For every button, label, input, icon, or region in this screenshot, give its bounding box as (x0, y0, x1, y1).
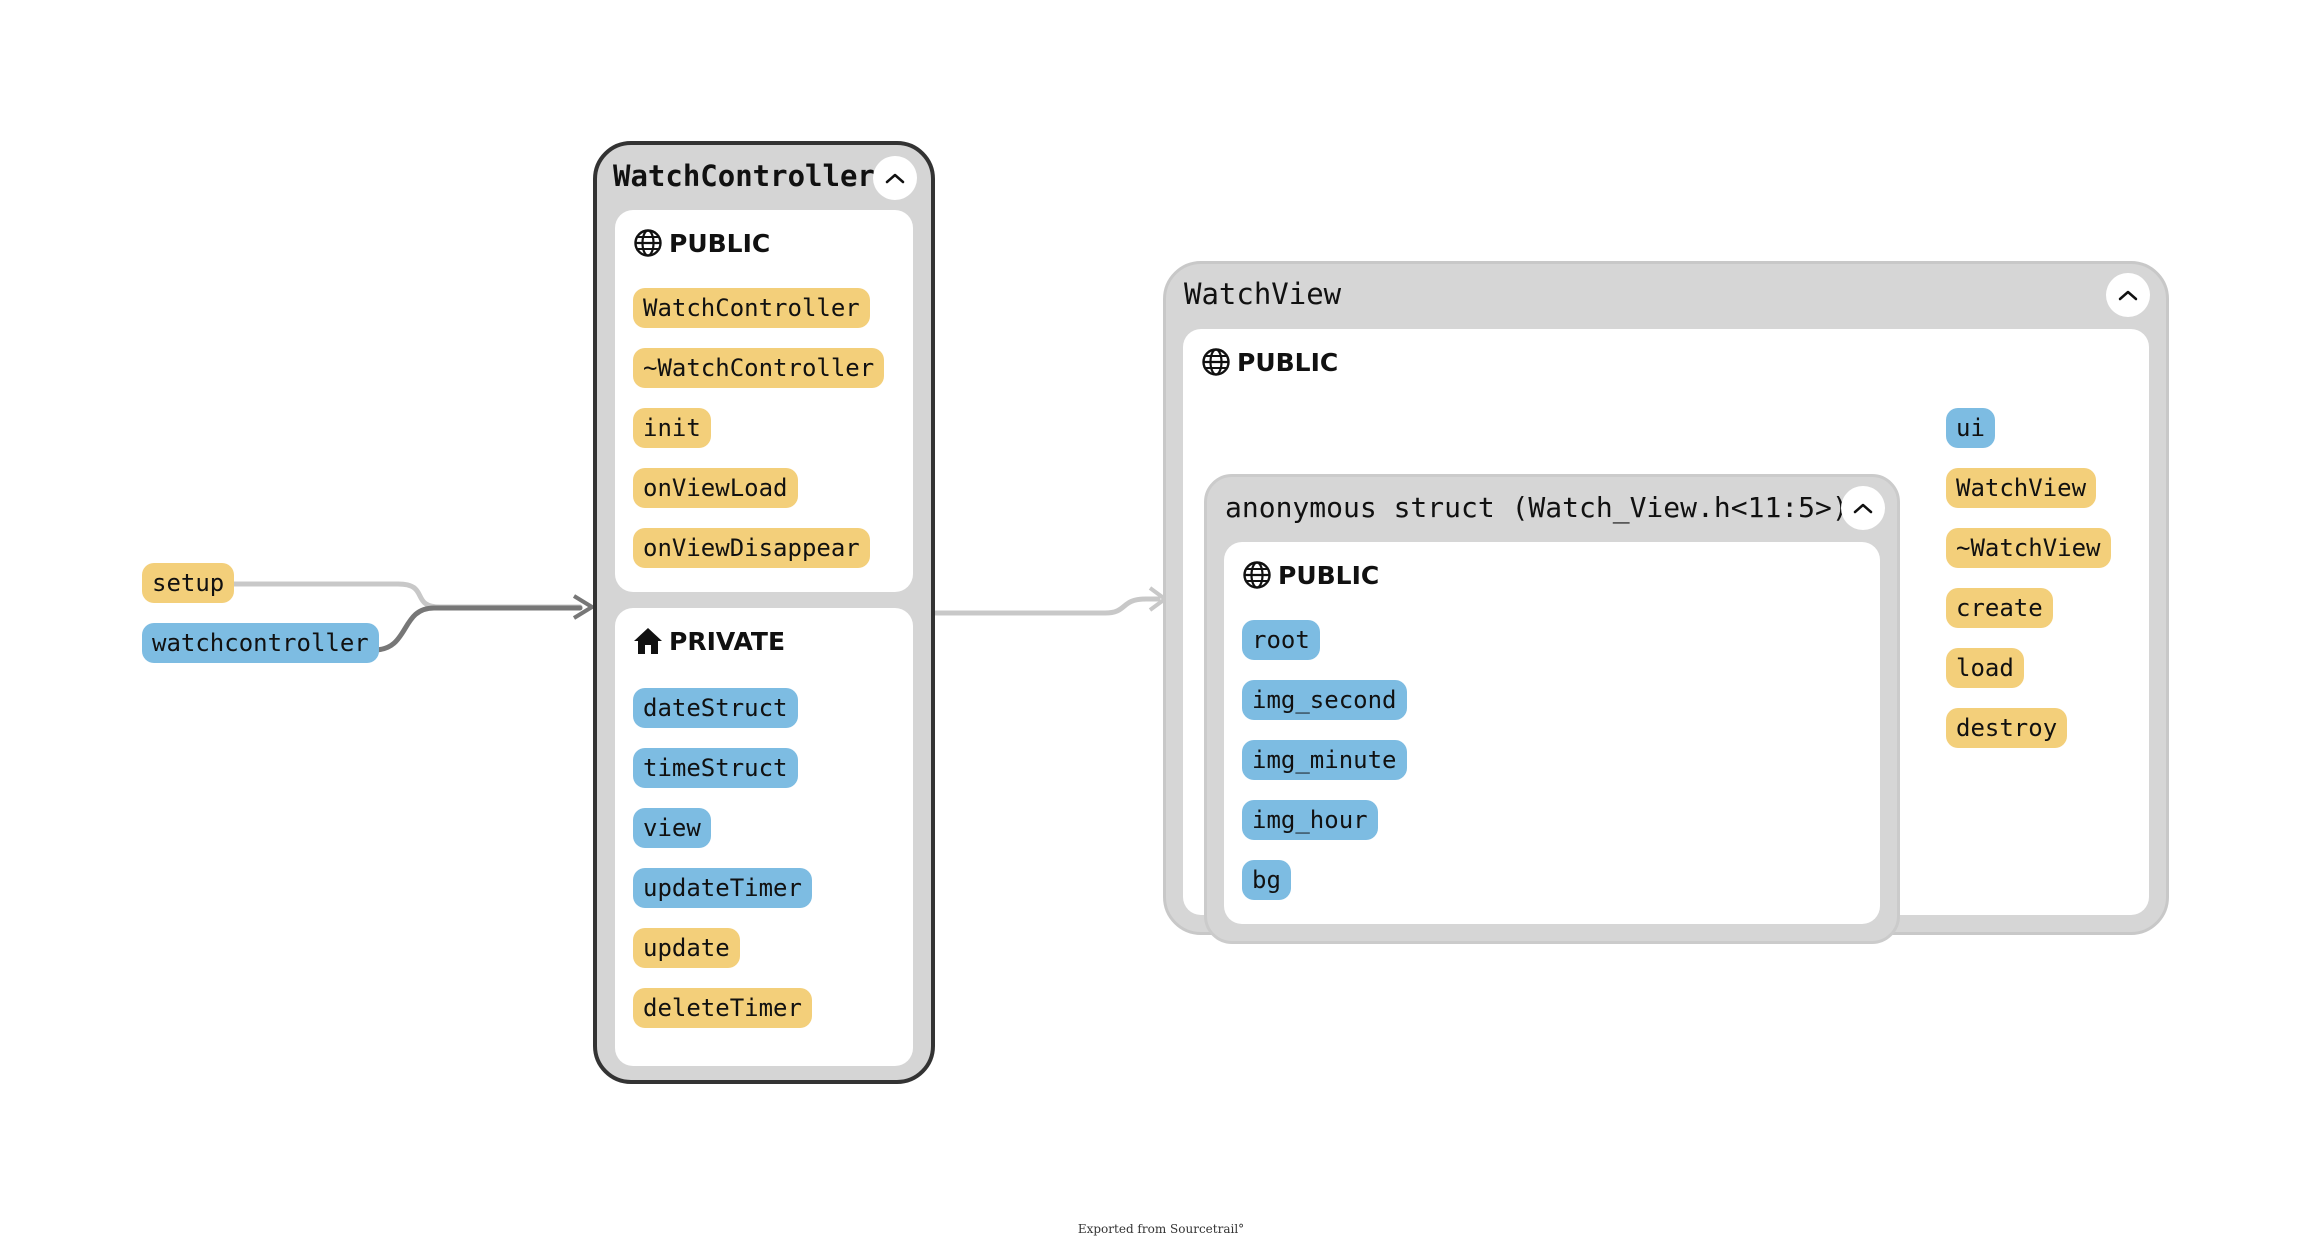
member-watchcontroller-dtor[interactable]: ~WatchController (633, 348, 885, 388)
member-root[interactable]: root (1242, 620, 1320, 660)
collapse-button[interactable] (2106, 273, 2150, 317)
edge-watchcontroller-to-watchview[interactable] (932, 596, 1161, 616)
watchview-title: WatchView (1184, 277, 1342, 311)
member-load[interactable]: load (1946, 648, 2024, 688)
anonymous-struct-title: anonymous struct (Watch_View.h<11:5>) (1225, 491, 1849, 524)
member-destroy[interactable]: destroy (1946, 708, 2068, 748)
arrowhead-watchcontroller (572, 594, 594, 620)
globe-icon (1202, 348, 1230, 376)
member-img-second[interactable]: img_second (1242, 680, 1407, 720)
member-img-hour[interactable]: img_hour (1242, 800, 1378, 840)
watchview-class-node[interactable]: WatchView PUBLIC anonymous struct (Watch… (1163, 261, 2169, 944)
member-update[interactable]: update (633, 928, 740, 968)
member-watchview-dtor[interactable]: ~WatchView (1946, 528, 2111, 568)
member-create[interactable]: create (1946, 588, 2053, 628)
setup-node[interactable]: setup (142, 563, 235, 603)
anonymous-struct-node[interactable]: anonymous struct (Watch_View.h<11:5>) PU… (1204, 474, 1900, 944)
member-bg[interactable]: bg (1242, 860, 1291, 900)
public-label: PUBLIC (1278, 560, 1380, 590)
edge-setup-to-watchcontroller[interactable] (229, 581, 583, 610)
private-section: PRIVATE dateStruct timeStruct view updat… (615, 608, 913, 1066)
chevron-up-icon (2118, 290, 2138, 301)
member-init[interactable]: init (633, 408, 711, 448)
private-header: PRIVATE (633, 626, 785, 656)
chevron-up-icon (885, 173, 905, 184)
public-section: PUBLIC WatchController ~WatchController … (615, 210, 913, 592)
public-section: PUBLIC root img_second img_minute img_ho… (1224, 542, 1880, 924)
member-updatetimer[interactable]: updateTimer (633, 868, 812, 908)
private-label: PRIVATE (669, 626, 786, 656)
globe-icon (1243, 561, 1271, 589)
member-onviewload[interactable]: onViewLoad (633, 468, 798, 508)
globe-icon (634, 229, 662, 257)
watchcontroller-title: WatchController (613, 159, 875, 193)
chevron-up-icon (1853, 503, 1873, 514)
public-header: PUBLIC (1201, 347, 1338, 377)
watchcontroller-class-node[interactable]: WatchController PUBLIC WatchController ~… (593, 141, 935, 1084)
watchcontroller-var-node[interactable]: watchcontroller (142, 623, 379, 663)
collapse-button[interactable] (1841, 486, 1885, 530)
public-header: PUBLIC (1242, 560, 1379, 590)
public-header: PUBLIC (633, 228, 770, 258)
collapse-button[interactable] (873, 156, 917, 200)
member-timestruct[interactable]: timeStruct (633, 748, 798, 788)
house-icon (634, 628, 662, 654)
member-view[interactable]: view (633, 808, 711, 848)
member-onviewdisappear[interactable]: onViewDisappear (633, 528, 870, 568)
public-section: PUBLIC anonymous struct (Watch_View.h<11… (1183, 329, 2149, 944)
edge-watchcontroller-to-watchcontroller[interactable] (371, 605, 583, 653)
member-watchview-ctor[interactable]: WatchView (1946, 468, 2097, 508)
public-label: PUBLIC (669, 228, 771, 258)
member-deletetimer[interactable]: deleteTimer (633, 988, 812, 1028)
member-ui[interactable]: ui (1946, 408, 1995, 448)
public-label: PUBLIC (1237, 347, 1339, 377)
member-watchcontroller-ctor[interactable]: WatchController (633, 288, 870, 328)
member-datestruct[interactable]: dateStruct (633, 688, 798, 728)
member-img-minute[interactable]: img_minute (1242, 740, 1407, 780)
export-footer: Exported from Sourcetrail° (1077, 1222, 1245, 1236)
